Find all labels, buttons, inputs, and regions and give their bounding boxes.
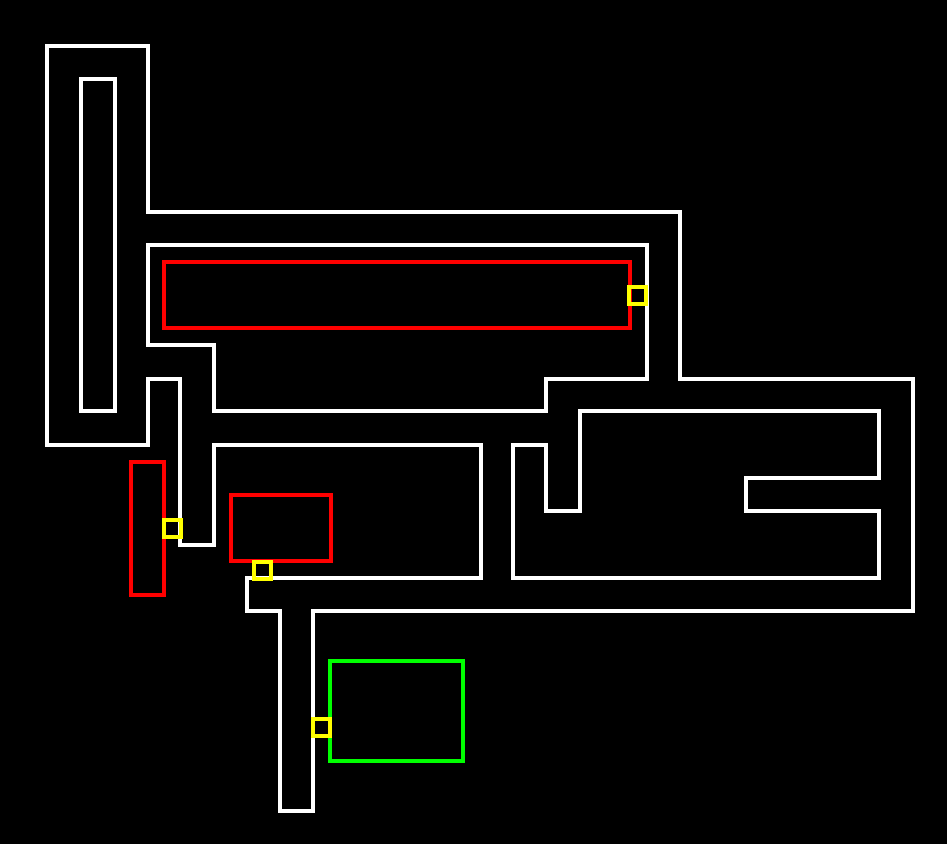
door-center-room[interactable] xyxy=(252,560,273,581)
goal-room xyxy=(328,659,465,763)
wall-island-right xyxy=(511,409,881,580)
corridor-outline xyxy=(45,44,915,813)
wall-island-left xyxy=(79,77,117,413)
locked-room-center xyxy=(229,493,333,563)
door-top-room[interactable] xyxy=(627,285,648,306)
door-left-room[interactable] xyxy=(162,518,183,539)
door-goal-room[interactable] xyxy=(311,717,332,738)
